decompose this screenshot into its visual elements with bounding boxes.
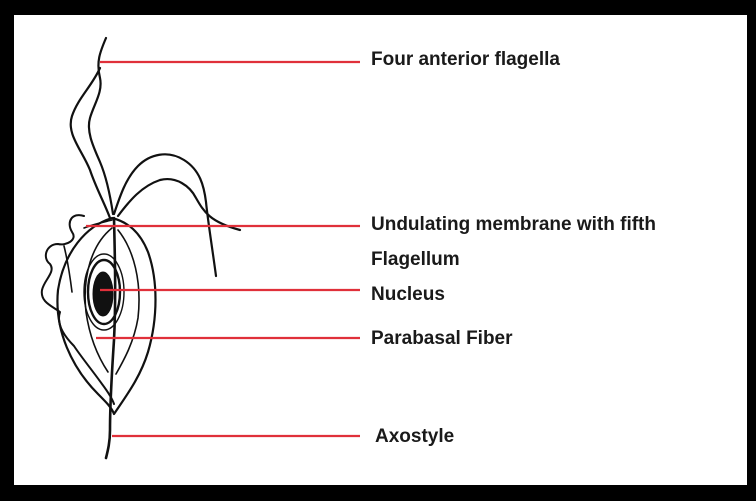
label-four-anterior-flagella: Four anterior flagella: [371, 50, 560, 69]
nucleus-core: [93, 272, 113, 316]
label-nucleus: Nucleus: [371, 285, 445, 304]
label-axostyle: Axostyle: [375, 427, 454, 446]
organism-drawing: [42, 38, 240, 458]
flagellum-3: [114, 154, 216, 276]
cell-body: [57, 218, 155, 414]
label-parabasal-fiber: Parabasal Fiber: [371, 329, 513, 348]
flagellum-2: [71, 68, 110, 218]
flagellum-1: [89, 38, 113, 214]
label-undulating-membrane-line2: Flagellum: [371, 250, 460, 269]
label-undulating-membrane-line1: Undulating membrane with fifth: [371, 215, 656, 234]
flagellum-4: [118, 179, 240, 230]
